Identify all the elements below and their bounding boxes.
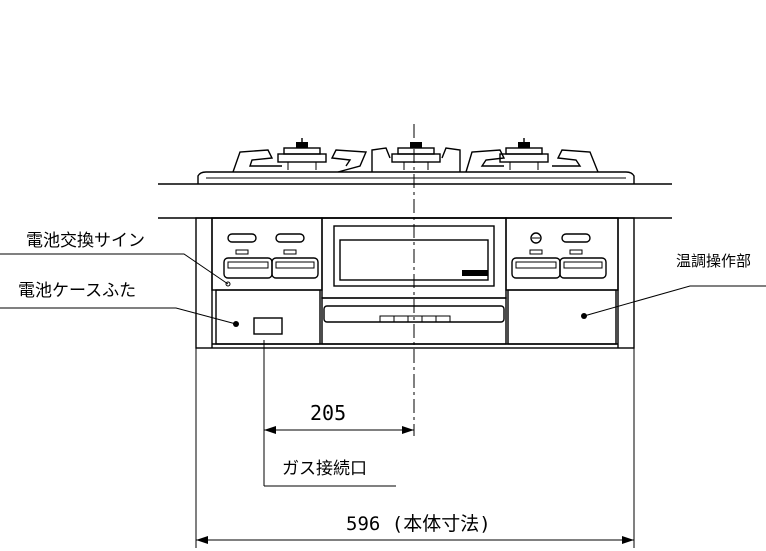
body-outline [195, 217, 635, 349]
body-dim-arrow-left [196, 536, 208, 544]
left-burner [277, 138, 327, 170]
gas-connection-label: ガス接続口 [282, 459, 367, 479]
temp-control-label: 温調操作部 [676, 252, 751, 270]
right-control-panel [505, 217, 619, 291]
right-burner [499, 138, 549, 170]
top-plate [197, 171, 635, 184]
left-trivet [232, 149, 368, 173]
right-trivet [465, 149, 599, 173]
left-control-panel [211, 217, 323, 291]
body-dim-arrow-right [622, 536, 634, 544]
gas-dim-arrow-right [402, 426, 414, 434]
gas-connection-port [253, 317, 283, 335]
battery-sign-indicator [225, 281, 231, 287]
battery-sign-leader [0, 253, 229, 285]
temp-control-leader [583, 285, 766, 317]
battery-cover-leader [0, 307, 237, 325]
gas-dim-arrow-left [264, 426, 276, 434]
center-burner [371, 142, 461, 172]
battery-case-cover [215, 289, 321, 345]
battery-sign-label: 電池交換サイン [26, 231, 145, 251]
temp-control-cover [507, 289, 617, 345]
gas-offset-dimension: 205 [310, 401, 346, 425]
battery-cover-label: 電池ケースふた [18, 281, 136, 301]
body-width-dimension: 596 (本体寸法) [346, 513, 491, 535]
